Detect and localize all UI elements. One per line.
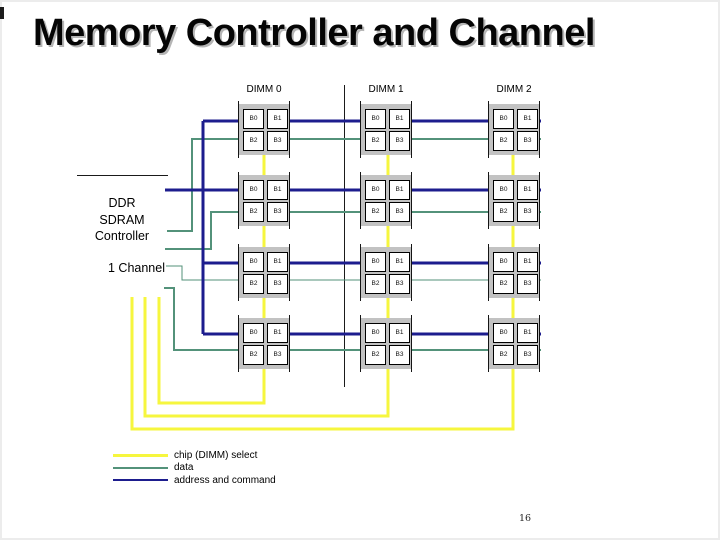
memory-chip-b1: B1: [267, 180, 288, 200]
address-command-legend-swatch: [113, 479, 168, 482]
memory-chip-b1: B1: [267, 109, 288, 129]
memory-chip-b0: B0: [493, 180, 514, 200]
memory-chip-b1: B1: [517, 180, 538, 200]
memory-chip-b0: B0: [365, 180, 386, 200]
controller-label-line1: DDR: [108, 196, 136, 210]
data-legend-label: data: [174, 462, 194, 474]
chip-select-legend-label: chip (DIMM) select: [174, 449, 258, 461]
controller-label-line3: Controller: [94, 229, 150, 243]
memory-chip-b0: B0: [365, 109, 386, 129]
memory-chip-b1: B1: [267, 252, 288, 272]
data-line-rank2: [165, 211, 541, 250]
data-line-rank4: [164, 287, 541, 351]
memory-chip-b3: B3: [389, 345, 410, 365]
memory-chip-b2: B2: [365, 274, 386, 294]
edge-notch: [0, 7, 4, 19]
legend: chip (DIMM) select data address and comm…: [113, 449, 276, 487]
memory-chip-b0: B0: [493, 323, 514, 343]
memory-chip-b3: B3: [389, 274, 410, 294]
memory-chip-b2: B2: [493, 202, 514, 222]
memory-chip-b3: B3: [267, 274, 288, 294]
memory-chip-b1: B1: [389, 323, 410, 343]
memory-chip-b0: B0: [493, 109, 514, 129]
chip-select-legend-swatch: [113, 453, 168, 457]
memory-chip-b2: B2: [243, 202, 264, 222]
memory-chip-b2: B2: [365, 131, 386, 151]
memory-chip-b3: B3: [389, 131, 410, 151]
memory-chip-b0: B0: [243, 180, 264, 200]
memory-chip-b1: B1: [517, 109, 538, 129]
memory-chip-b0: B0: [243, 109, 264, 129]
data-line-rank1: [167, 138, 541, 232]
memory-chip-b1: B1: [267, 323, 288, 343]
memory-chip-b0: B0: [365, 323, 386, 343]
memory-chip-b1: B1: [517, 323, 538, 343]
controller-label: DDR SDRAM Controller: [62, 195, 182, 245]
memory-chip-b2: B2: [365, 202, 386, 222]
memory-chip-b2: B2: [365, 345, 386, 365]
memory-chip-b0: B0: [365, 252, 386, 272]
dimm2-label: DIMM 2: [496, 84, 532, 95]
memory-chip-b3: B3: [517, 202, 538, 222]
legend-row-address-command: address and command: [113, 474, 276, 487]
memory-chip-b3: B3: [517, 345, 538, 365]
memory-chip-b2: B2: [243, 131, 264, 151]
memory-chip-b2: B2: [493, 345, 514, 365]
memory-chip-b2: B2: [243, 274, 264, 294]
address-command-legend-label: address and command: [174, 474, 276, 486]
memory-chip-b0: B0: [243, 323, 264, 343]
channel-label: 1 Channel: [108, 261, 165, 275]
memory-chip-b1: B1: [389, 109, 410, 129]
memory-chip-b0: B0: [243, 252, 264, 272]
memory-chip-b3: B3: [517, 131, 538, 151]
memory-chip-b3: B3: [389, 202, 410, 222]
page-number: 16: [519, 513, 532, 524]
dimm0-label: DIMM 0: [246, 84, 282, 95]
memory-chip-b2: B2: [243, 345, 264, 365]
data-line-rank3: [166, 265, 541, 281]
chip-select-line-dimm2: [130, 104, 515, 431]
memory-chip-b1: B1: [389, 252, 410, 272]
memory-chip-b2: B2: [493, 131, 514, 151]
dimm1-label: DIMM 1: [368, 84, 404, 95]
memory-chip-b0: B0: [493, 252, 514, 272]
data-legend-swatch: [113, 466, 168, 469]
memory-chip-b1: B1: [389, 180, 410, 200]
memory-chip-b3: B3: [267, 345, 288, 365]
memory-chip-b3: B3: [267, 131, 288, 151]
slide-title: Memory Controller and Channel: [33, 12, 595, 54]
legend-row-chip-select: chip (DIMM) select: [113, 449, 276, 462]
memory-chip-b2: B2: [493, 274, 514, 294]
memory-chip-b3: B3: [267, 202, 288, 222]
controller-label-line2: SDRAM: [99, 212, 145, 227]
memory-chip-b1: B1: [517, 252, 538, 272]
memory-chip-b3: B3: [517, 274, 538, 294]
legend-row-data: data: [113, 462, 276, 475]
